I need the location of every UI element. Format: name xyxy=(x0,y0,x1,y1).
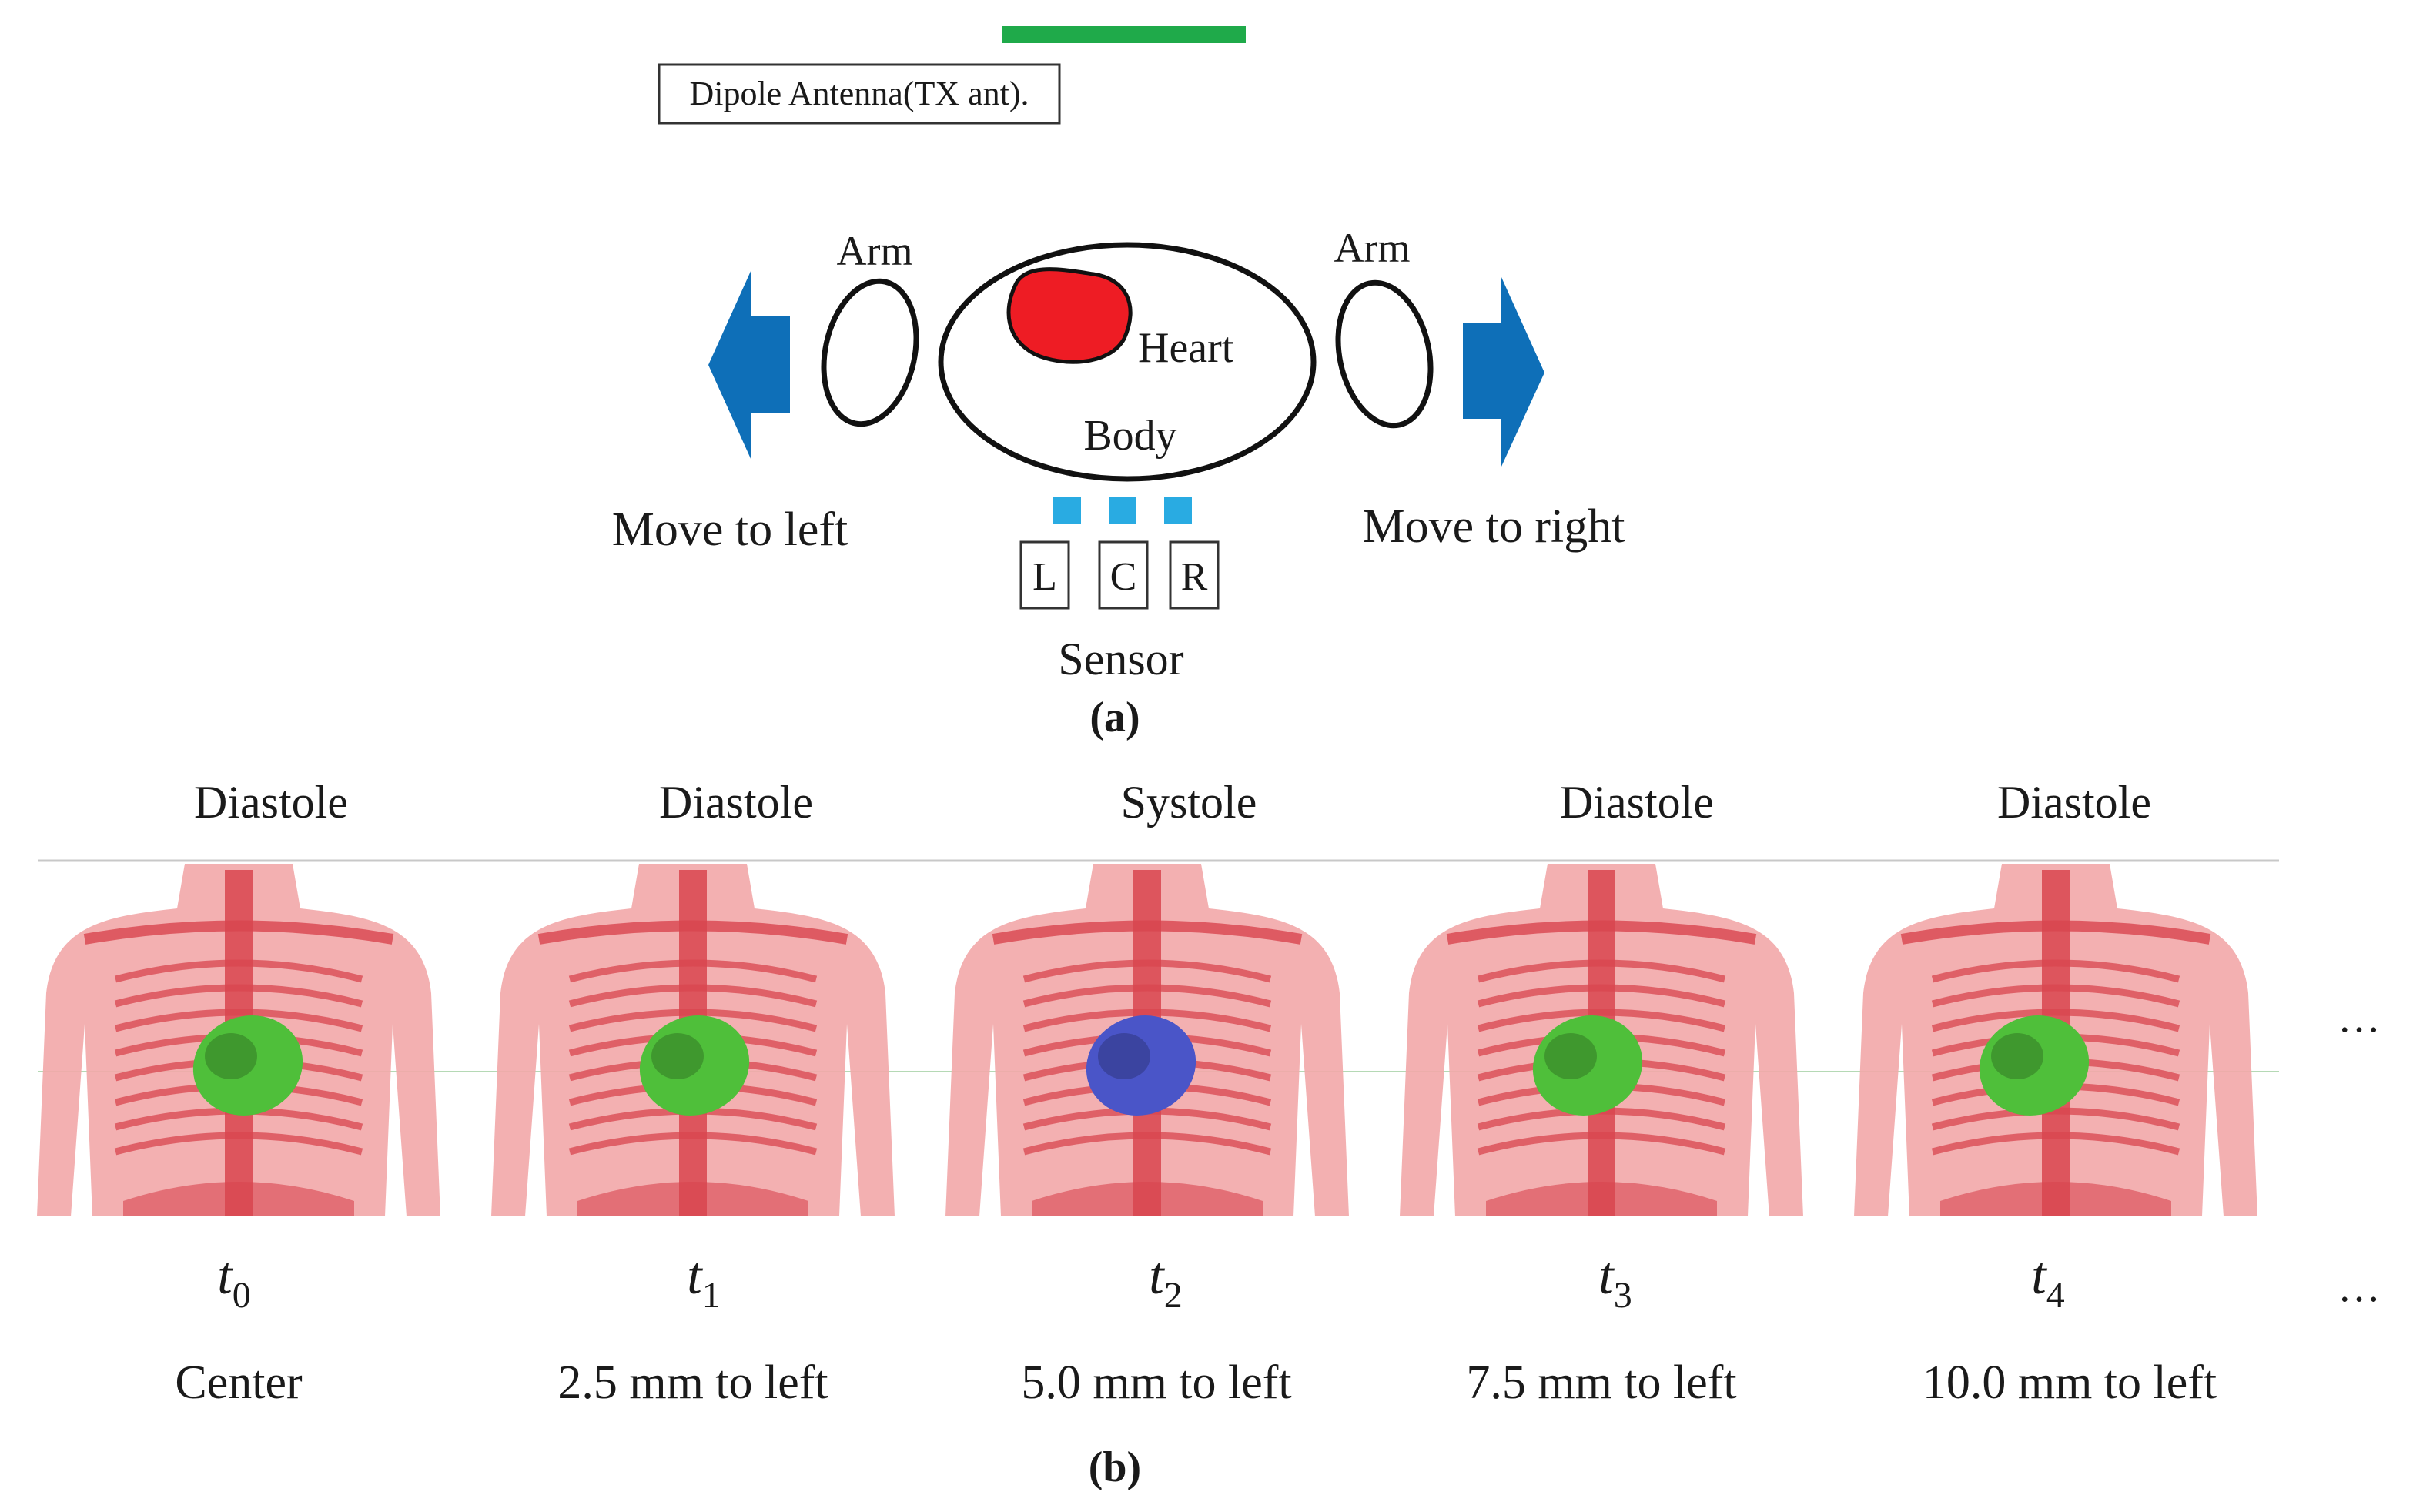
sensor-r-marker xyxy=(1164,497,1192,524)
heart-shade xyxy=(205,1033,257,1079)
heart-model xyxy=(1086,1015,1196,1116)
frame-phase-label: Diastole xyxy=(659,777,813,828)
ellipsis-images: … xyxy=(2338,994,2381,1042)
clavicles xyxy=(1900,920,2211,945)
body-illustration xyxy=(491,864,895,1216)
heart-label: Heart xyxy=(1138,324,1234,372)
rib xyxy=(114,984,363,1008)
heart-model xyxy=(192,1015,303,1116)
frame-position-label: 7.5 mm to left xyxy=(1466,1356,1736,1409)
sensor-label: Sensor xyxy=(1058,634,1183,684)
frame-position-label: 5.0 mm to left xyxy=(1021,1356,1291,1409)
antenna-label: Dipole Antenna(TX ant). xyxy=(689,75,1029,112)
sensor-c-label: C xyxy=(1110,555,1137,599)
frame-4: Diastole t4 10.0 mm to left xyxy=(1854,777,2257,1409)
heart-model xyxy=(1532,1015,1643,1116)
rib xyxy=(1931,1009,2180,1032)
frame-position-label: 2.5 mm to left xyxy=(557,1356,828,1409)
frame-time-label: t3 xyxy=(1598,1246,1632,1316)
frame-phase-label: Systole xyxy=(1121,777,1257,828)
rib xyxy=(1022,1132,1272,1156)
rib xyxy=(1931,959,2180,983)
frame-phase-label: Diastole xyxy=(1560,777,1714,828)
frame-3: Diastole t3 7.5 mm to left xyxy=(1400,777,1803,1409)
right-arm-shape xyxy=(1335,279,1434,429)
heart-shade xyxy=(1991,1033,2043,1079)
rib xyxy=(114,959,363,983)
rib xyxy=(1931,1132,2180,1156)
body-illustration xyxy=(37,864,440,1216)
antenna-label-box xyxy=(658,63,1061,125)
sensor-l-box xyxy=(1019,540,1070,610)
rib xyxy=(568,1009,818,1032)
rib xyxy=(114,1132,363,1156)
frame-2: Systole t2 5.0 mm to left xyxy=(945,777,1349,1409)
sensor-r-label: R xyxy=(1181,555,1208,599)
frame-time-label: t4 xyxy=(2031,1246,2064,1316)
move-right-arrow xyxy=(1463,277,1544,467)
pelvis xyxy=(1486,1182,1717,1216)
heart-shade xyxy=(1098,1033,1150,1079)
clavicles xyxy=(992,920,1303,945)
clavicles xyxy=(83,920,394,945)
heart-shade xyxy=(1544,1033,1597,1079)
sensor-l-label: L xyxy=(1032,555,1057,599)
rib xyxy=(1022,1009,1272,1032)
dipole-antenna xyxy=(1002,26,1246,43)
sensor-r-box xyxy=(1169,540,1220,610)
rib xyxy=(568,959,818,983)
frame-phase-label: Diastole xyxy=(194,777,348,828)
move-right-label: Move to right xyxy=(1363,500,1625,553)
heart-model xyxy=(639,1015,750,1116)
rib xyxy=(1022,959,1272,983)
heart-shape xyxy=(1006,267,1133,364)
ellipsis-labels: … xyxy=(2338,1263,2381,1311)
body-illustration xyxy=(1854,864,2257,1216)
heart-shade xyxy=(651,1033,704,1079)
rib xyxy=(1931,984,2180,1008)
heart-model xyxy=(1979,1015,2090,1116)
sensor-l-marker xyxy=(1053,497,1081,524)
pelvis xyxy=(123,1182,354,1216)
rib xyxy=(568,984,818,1008)
right-arm-label: Arm xyxy=(1334,225,1411,271)
body-label: Body xyxy=(1083,412,1176,460)
clavicles xyxy=(1446,920,1757,945)
rib xyxy=(1477,984,1726,1008)
sensor-c-marker xyxy=(1109,497,1136,524)
pelvis xyxy=(1032,1182,1263,1216)
pelvis xyxy=(1940,1182,2171,1216)
clavicles xyxy=(537,920,848,945)
frame-phase-label: Diastole xyxy=(1997,777,2151,828)
rib xyxy=(114,1009,363,1032)
rib xyxy=(1477,959,1726,983)
frame-time-label: t1 xyxy=(687,1246,720,1316)
left-arm-shape xyxy=(821,278,919,427)
frame-position-label: Center xyxy=(175,1356,303,1409)
sensor-array: L C R xyxy=(1019,497,1220,610)
frame-time-label: t2 xyxy=(1149,1246,1182,1316)
panel-a: Dipole Antenna(TX ant). Arm Arm Heart Bo… xyxy=(612,26,1625,741)
frame-1: Diastole t1 2.5 mm to left xyxy=(491,777,895,1409)
move-left-label: Move to left xyxy=(612,503,848,556)
left-arm-label: Arm xyxy=(837,228,913,274)
panel-b-caption: (b) xyxy=(1089,1443,1141,1491)
panel-a-caption: (a) xyxy=(1089,694,1140,741)
rib xyxy=(1477,1009,1726,1032)
rib xyxy=(1477,1132,1726,1156)
sensor-c-box xyxy=(1098,540,1149,610)
frame-time-label: t0 xyxy=(217,1246,250,1316)
move-left-arrow xyxy=(708,269,790,460)
rib xyxy=(1931,1107,2180,1131)
rib xyxy=(568,1132,818,1156)
body-illustration xyxy=(945,864,1349,1216)
frame-position-label: 10.0 mm to left xyxy=(1923,1356,2217,1409)
body-illustration xyxy=(1400,864,1803,1216)
rib xyxy=(1022,984,1272,1008)
pelvis xyxy=(577,1182,808,1216)
